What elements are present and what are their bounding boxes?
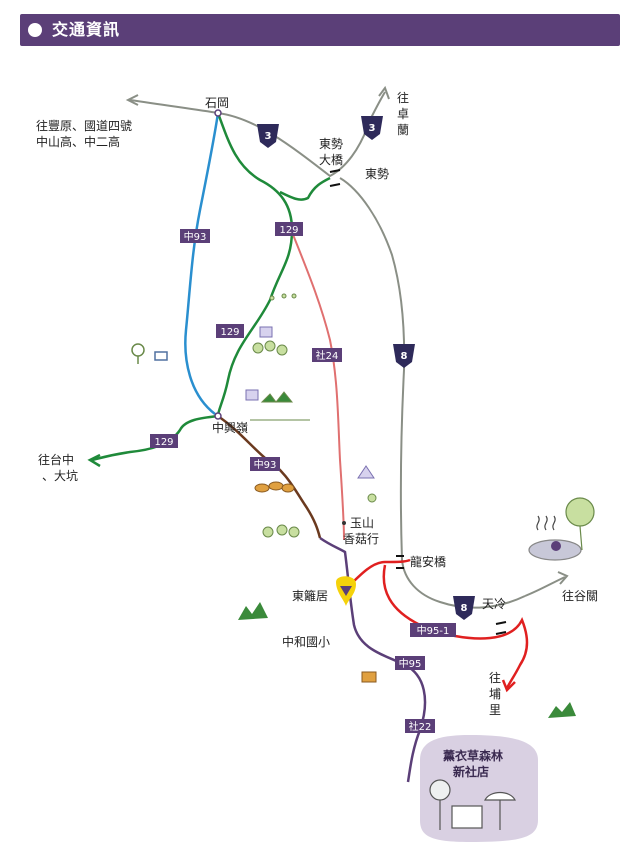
route-tag-zhong93-b: 中93 — [250, 457, 280, 471]
longan-bridge-icon — [396, 555, 404, 569]
place-dongshi-bridge-line1: 東勢 — [319, 136, 343, 151]
route-tag-label: 中93 — [254, 458, 277, 471]
place-to-zhuolan-2: 卓 — [397, 107, 409, 121]
route-129-link — [279, 176, 331, 201]
destination-bubble — [420, 735, 538, 842]
highway-3-shield-b: 3 — [361, 116, 383, 140]
place-longan-bridge: 龍安橋 — [410, 554, 446, 569]
tree-icon — [131, 343, 168, 364]
route-tag-129-c: 129 — [150, 434, 178, 448]
place-to-fengyuan-line2: 中山高、中二高 — [36, 134, 120, 149]
route-tag-label: 社24 — [316, 349, 339, 362]
route-tag-129-a: 129 — [275, 222, 303, 236]
highway-3-label: 3 — [265, 131, 272, 142]
place-to-puli-1: 往 — [489, 670, 501, 685]
destination-illustration-icon — [429, 779, 516, 830]
arrow-to-puli-icon — [501, 679, 516, 693]
place-shigang: 石岡 — [205, 96, 229, 110]
place-to-zhuolan-3: 蘭 — [397, 123, 409, 137]
trees-icon — [252, 293, 297, 356]
place-to-guguan: 往谷關 — [562, 588, 598, 603]
route-tag-label: 中95 — [399, 657, 422, 670]
route-she24 — [291, 231, 345, 541]
shigang-junction-icon — [214, 109, 222, 117]
arrow-to-taichung-icon — [87, 453, 101, 468]
highway-8-shield-b: 8 — [453, 596, 475, 620]
highway-3-shield-a: 3 — [257, 124, 279, 148]
hill-icon — [238, 602, 576, 718]
hotspring-tree-icon — [565, 497, 595, 551]
place-yushan-line2: 香菇行 — [343, 532, 379, 546]
highway-8-road — [339, 177, 526, 609]
highway-8-label: 8 — [461, 603, 468, 614]
route-tag-zhong93-a: 中93 — [180, 229, 210, 243]
place-yushan-line1: 玉山 — [350, 516, 374, 530]
route-tag-label: 129 — [220, 327, 239, 338]
arrow-to-fengyuan-icon — [125, 94, 139, 106]
highway-8-label: 8 — [401, 351, 408, 362]
farm-icon — [245, 389, 310, 421]
highway-3-road — [129, 91, 386, 178]
place-to-taichung-line1: 往台中 — [38, 452, 74, 467]
route-tag-zhong95: 中95 — [395, 656, 425, 670]
arrow-to-guguan-icon — [557, 571, 569, 585]
route-tag-label: 129 — [279, 225, 298, 236]
route-zhong93-blue — [184, 112, 220, 415]
place-donglongju: 東籬居 — [292, 588, 328, 603]
tianleng-bridge-icon — [495, 621, 507, 635]
place-zhongxingling: 中興嶺 — [212, 420, 248, 435]
place-to-fengyuan-line1: 往豐原、國道四號 — [36, 118, 132, 133]
route-tag-she24: 社24 — [312, 348, 342, 362]
place-zhonghe-school: 中和國小 — [282, 634, 330, 649]
route-tag-label: 中95-1 — [417, 624, 450, 637]
place-to-taichung-line2: 、大坑 — [42, 468, 78, 483]
yushan-dot-icon — [342, 521, 346, 525]
place-to-puli-3: 里 — [489, 703, 501, 717]
destination-name-line2: 新社店 — [453, 764, 489, 779]
place-to-zhuolan-1: 往 — [397, 90, 409, 105]
place-tianleng: 天冷 — [482, 597, 506, 611]
route-zhong95-1 — [344, 558, 529, 689]
arrow-to-zhuolan-icon — [378, 85, 390, 100]
route-zhong93-brown — [217, 414, 322, 539]
school-icon — [361, 671, 377, 683]
route-tag-129-b: 129 — [216, 324, 244, 338]
route-tag-label: 129 — [154, 437, 173, 448]
place-dongshi-bridge-line2: 大橋 — [319, 153, 343, 167]
route-tag-label: 中93 — [184, 230, 207, 243]
mushroom-icon — [254, 481, 300, 538]
highway-8-shield-a: 8 — [393, 344, 415, 368]
highway-3-label: 3 — [369, 123, 376, 134]
section-header: 交通資訊 — [20, 14, 620, 46]
bullet-icon — [28, 23, 42, 37]
marker-arrow-icon — [340, 586, 352, 596]
section-title: 交通資訊 — [52, 20, 121, 39]
place-to-puli-2: 埔 — [489, 687, 501, 701]
route-tag-she22: 社22 — [405, 719, 435, 733]
route-tag-zhong95-1: 中95-1 — [410, 623, 456, 637]
zhongxingling-junction-icon — [214, 412, 222, 420]
place-dongshi: 東勢 — [365, 166, 389, 181]
road-to-guguan — [524, 576, 566, 597]
hotspring-icon — [528, 515, 582, 561]
destination-name-line1: 薰衣草森林 — [443, 748, 503, 763]
hut-icon — [357, 465, 377, 503]
route-tag-label: 社22 — [409, 720, 432, 733]
dongshi-bridge-icon — [329, 169, 341, 187]
route-129-north — [216, 112, 294, 417]
